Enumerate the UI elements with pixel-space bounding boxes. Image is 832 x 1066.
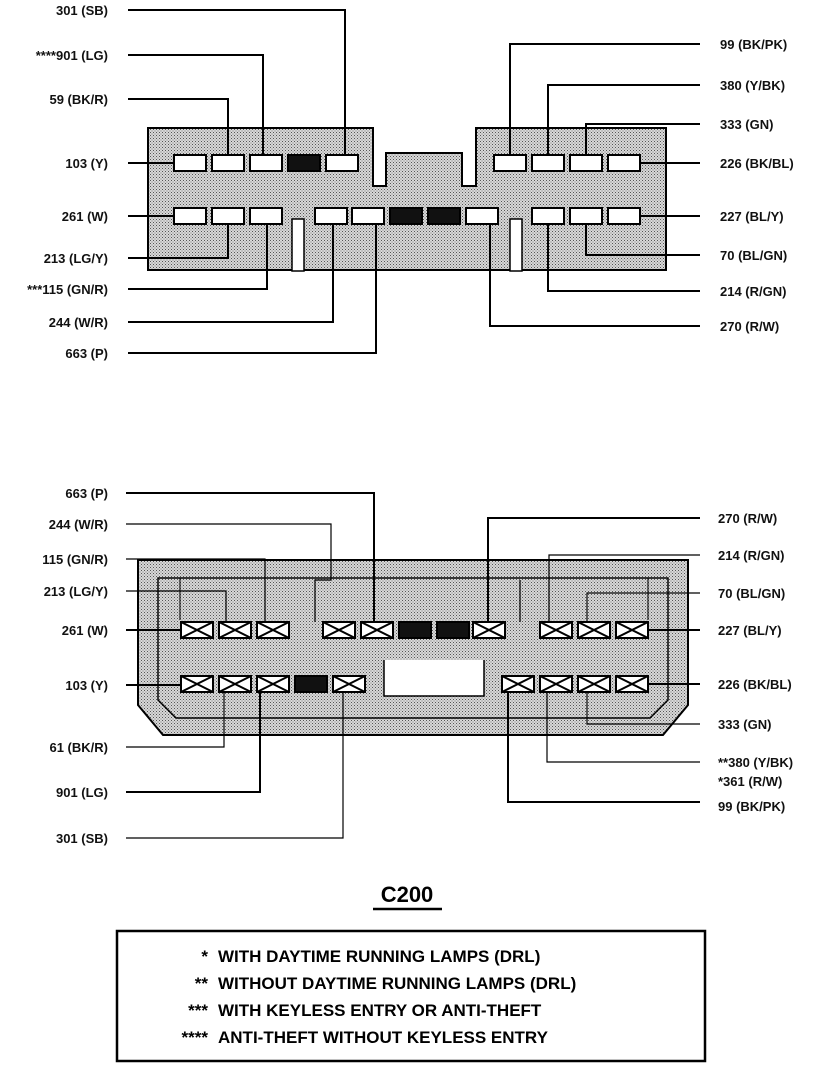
legend-text-3: WITH KEYLESS ENTRY OR ANTI-THEFT — [218, 1001, 542, 1020]
bottom-label-103-y: 103 (Y) — [65, 678, 108, 693]
bottom-right-labels: 270 (R/W) 214 (R/GN) 70 (BL/GN) 227 (BL/… — [718, 511, 793, 814]
legend-text-4: ANTI-THEFT WITHOUT KEYLESS ENTRY — [218, 1028, 549, 1047]
top-left-labels: 301 (SB) ****901 (LG) 59 (BK/R) 103 (Y) … — [27, 3, 108, 361]
top-label-901-lg: ****901 (LG) — [36, 48, 108, 63]
bottom-connector-thin-leaders — [126, 523, 700, 839]
top-label-261-w: 261 (W) — [62, 209, 108, 224]
bottom-label-270-r-w: 270 (R/W) — [718, 511, 777, 526]
bottom-label-301-sb: 301 (SB) — [56, 831, 108, 846]
legend-mark-4: **** — [182, 1028, 209, 1047]
bottom-label-244-w-r: 244 (W/R) — [49, 517, 108, 532]
top-label-270-r-w: 270 (R/W) — [720, 319, 779, 334]
legend-mark-2: ** — [195, 974, 209, 993]
top-label-380-y-bk: 380 (Y/BK) — [720, 78, 785, 93]
top-label-214-r-gn: 214 (R/GN) — [720, 284, 786, 299]
top-label-333-gn: 333 (GN) — [720, 117, 773, 132]
connector-title: C200 — [381, 882, 434, 907]
legend-mark-3: *** — [188, 1001, 208, 1020]
top-label-226-bk-bl: 226 (BK/BL) — [720, 156, 794, 171]
top-right-labels: 99 (BK/PK) 380 (Y/BK) 333 (GN) 226 (BK/B… — [720, 37, 794, 334]
bottom-label-227-bl-y: 227 (BL/Y) — [718, 623, 782, 638]
top-connector-row2-terminals — [173, 207, 641, 225]
top-label-103-y: 103 (Y) — [65, 156, 108, 171]
bottom-label-213-lg-y: 213 (LG/Y) — [44, 584, 108, 599]
top-label-213-lg-y: 213 (LG/Y) — [44, 251, 108, 266]
bottom-left-labels: 663 (P) 244 (W/R) 115 (GN/R) 213 (LG/Y) … — [42, 486, 108, 846]
top-connector-leaders — [128, 9, 700, 354]
bottom-connector-row1-terminals — [180, 621, 649, 639]
bottom-label-115-gn-r: 115 (GN/R) — [42, 552, 108, 567]
top-connector-row1-terminals — [173, 154, 641, 172]
bottom-label-361-r-w: *361 (R/W) — [718, 774, 782, 789]
legend-text-2: WITHOUT DAYTIME RUNNING LAMPS (DRL) — [218, 974, 576, 993]
bottom-label-380-y-bk: **380 (Y/BK) — [718, 755, 793, 770]
bottom-connector-leaders — [126, 492, 375, 793]
top-label-244-w-r: 244 (W/R) — [49, 315, 108, 330]
bottom-connector-row2-terminals — [180, 675, 649, 693]
top-label-301-sb: 301 (SB) — [56, 3, 108, 18]
bottom-label-333-gn: 333 (GN) — [718, 717, 771, 732]
top-label-70-bl-gn: 70 (BL/GN) — [720, 248, 787, 263]
bottom-label-663-p: 663 (P) — [65, 486, 108, 501]
top-label-663-p: 663 (P) — [65, 346, 108, 361]
bottom-label-261-w: 261 (W) — [62, 623, 108, 638]
top-label-99-bk-pk: 99 (BK/PK) — [720, 37, 787, 52]
bottom-label-70-bl-gn: 70 (BL/GN) — [718, 586, 785, 601]
bottom-label-226-bk-bl: 226 (BK/BL) — [718, 677, 792, 692]
top-label-59-bk-r: 59 (BK/R) — [49, 92, 108, 107]
top-connector-body — [147, 127, 667, 272]
bottom-label-99-bk-pk: 99 (BK/PK) — [718, 799, 785, 814]
legend-mark-1: * — [201, 947, 208, 966]
bottom-connector-body — [137, 559, 689, 736]
bottom-connector-right-bold-leaders — [487, 517, 700, 803]
legend-box: * WITH DAYTIME RUNNING LAMPS (DRL) ** WI… — [115, 929, 707, 1063]
top-label-227-bl-y: 227 (BL/Y) — [720, 209, 784, 224]
legend-text-1: WITH DAYTIME RUNNING LAMPS (DRL) — [218, 947, 540, 966]
top-label-115-gn-r: ***115 (GN/R) — [27, 282, 108, 297]
bottom-label-901-lg: 901 (LG) — [56, 785, 108, 800]
bottom-label-61-bk-r: 61 (BK/R) — [49, 740, 108, 755]
bottom-label-214-r-gn: 214 (R/GN) — [718, 548, 784, 563]
